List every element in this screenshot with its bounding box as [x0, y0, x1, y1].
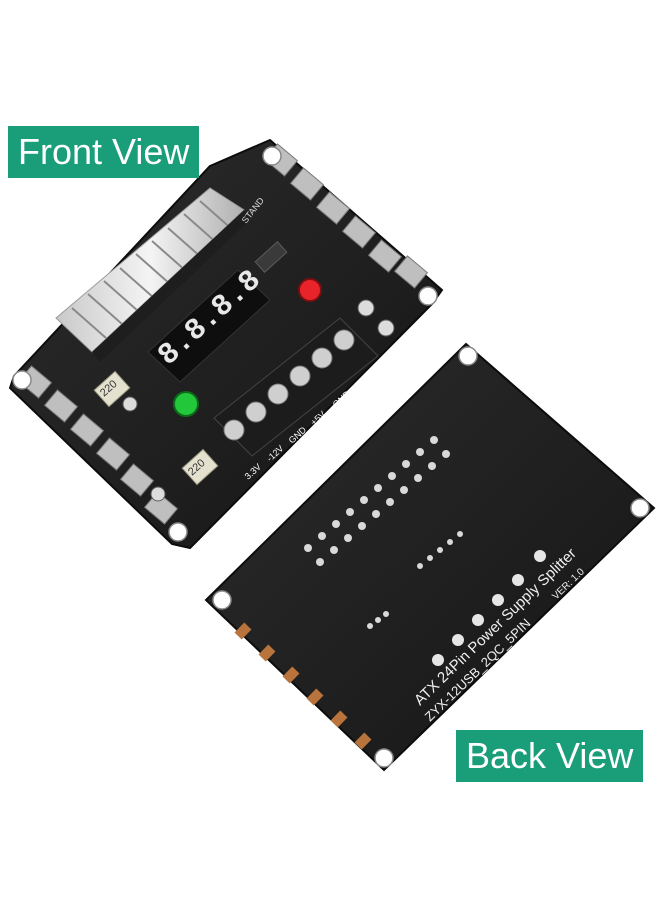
- terminal-screw: [333, 329, 355, 351]
- terminal-screw: [311, 347, 333, 369]
- red-led-button[interactable]: [298, 278, 322, 302]
- front-board: 8.8.8.8 220 220 STAND: [8, 138, 444, 550]
- atx-connector: [55, 187, 250, 362]
- back-large-pads: [432, 550, 546, 666]
- back-mounting-holes: [212, 346, 650, 768]
- front-view-label: Front View: [8, 126, 200, 178]
- back-edge-pads: [234, 622, 372, 750]
- terminal-screw: [245, 401, 267, 423]
- green-led-button[interactable]: [173, 391, 199, 417]
- front-components: [122, 241, 395, 502]
- back-solder-pads: [304, 436, 463, 629]
- terminal-screw: [267, 383, 289, 405]
- back-view-label: Back View: [456, 730, 644, 782]
- inductor-bottom: 220: [181, 448, 219, 486]
- front-mounting-holes: [12, 146, 438, 542]
- usb-ports-top: [263, 143, 429, 289]
- inductor-top: 220: [93, 370, 131, 408]
- terminal-screw: [289, 365, 311, 387]
- terminal-screw: [223, 419, 245, 441]
